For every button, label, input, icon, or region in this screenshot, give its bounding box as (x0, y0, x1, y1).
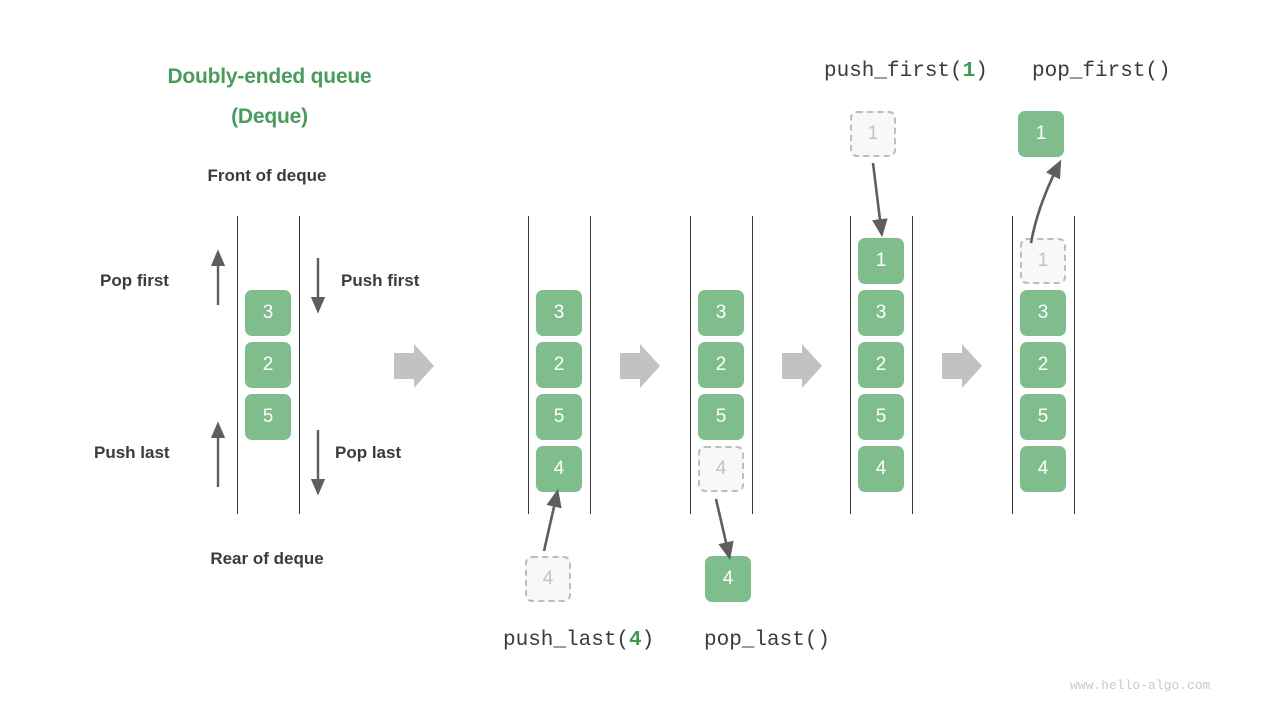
deque-item: 2 (858, 342, 904, 388)
external-item: 1 (1018, 111, 1064, 157)
deque-item: 3 (1020, 290, 1066, 336)
watermark: www.hello-algo.com (1070, 678, 1211, 693)
external-item-ghost: 4 (525, 556, 571, 602)
pop-last-operation-label: pop_last() (704, 629, 830, 653)
push-first-operation-close: ) (975, 60, 988, 83)
deque-item: 1 (858, 238, 904, 284)
push-first-operation-arg: 1 (962, 60, 976, 83)
deque-rail-right (1074, 216, 1075, 514)
pop-last-transfer-arrow (714, 498, 734, 561)
deque-item: 5 (858, 394, 904, 440)
stage-arrow-4 (942, 344, 982, 388)
external-item-ghost: 1 (850, 111, 896, 157)
page-title: Doubly-ended queue (167, 65, 372, 88)
deque-rail-left (237, 216, 238, 514)
deque-item: 4 (858, 446, 904, 492)
external-item: 4 (705, 556, 751, 602)
pop-first-label: Pop first (100, 271, 169, 290)
deque-item: 3 (245, 290, 291, 336)
deque-item: 2 (536, 342, 582, 388)
deque-rail-right (752, 216, 753, 514)
pop-first-operation-name: pop_first() (1032, 60, 1171, 83)
deque-item-ghost: 1 (1020, 238, 1066, 284)
push-last-operation-arg: 4 (629, 629, 642, 652)
stage-arrow-2 (620, 344, 660, 388)
push-last-transfer-arrow (542, 488, 562, 552)
push-last-operation-label: push_last(4) (503, 629, 654, 653)
stage-arrow-3 (782, 344, 822, 388)
deque-item: 2 (698, 342, 744, 388)
deque-rail-left (1012, 216, 1013, 514)
pop-last-operation-name: pop_last() (704, 629, 831, 652)
deque-rail-left (850, 216, 851, 514)
front-of-deque-label: Front of deque (207, 166, 327, 185)
stage-arrow-1 (394, 344, 434, 388)
deque-item: 3 (698, 290, 744, 336)
deque-item: 5 (1020, 394, 1066, 440)
deque-item: 5 (245, 394, 291, 440)
transfer-arrows (542, 159, 1062, 561)
deque-item: 4 (1020, 446, 1066, 492)
deque-rail-left (690, 216, 691, 514)
deque-item: 4 (536, 446, 582, 492)
pop-first-transfer-arrow (1029, 159, 1062, 244)
push-last-label: Push last (94, 443, 170, 462)
push-first-transfer-arrow (871, 162, 888, 238)
deque-rail-right (299, 216, 300, 514)
deque-item: 3 (858, 290, 904, 336)
push-first-operation-name: push_first( (824, 60, 963, 83)
push-last-operation-close: ) (641, 629, 655, 652)
deque-item: 2 (1020, 342, 1066, 388)
deque-rail-right (590, 216, 591, 514)
page-subtitle: (Deque) (231, 105, 308, 128)
push-first-operation-label: push_first(1) (824, 60, 988, 84)
deque-item-ghost: 4 (698, 446, 744, 492)
pop-first-operation-label: pop_first() (1032, 60, 1171, 84)
deque-item: 5 (536, 394, 582, 440)
push-last-operation-name: push_last( (503, 629, 630, 652)
push-first-label: Push first (341, 271, 420, 290)
deque-item: 2 (245, 342, 291, 388)
deque-rail-left (528, 216, 529, 514)
deque-item: 3 (536, 290, 582, 336)
rear-of-deque-label: Rear of deque (210, 549, 324, 568)
pop-last-label: Pop last (335, 443, 402, 462)
deque-rail-right (912, 216, 913, 514)
deque-item: 5 (698, 394, 744, 440)
